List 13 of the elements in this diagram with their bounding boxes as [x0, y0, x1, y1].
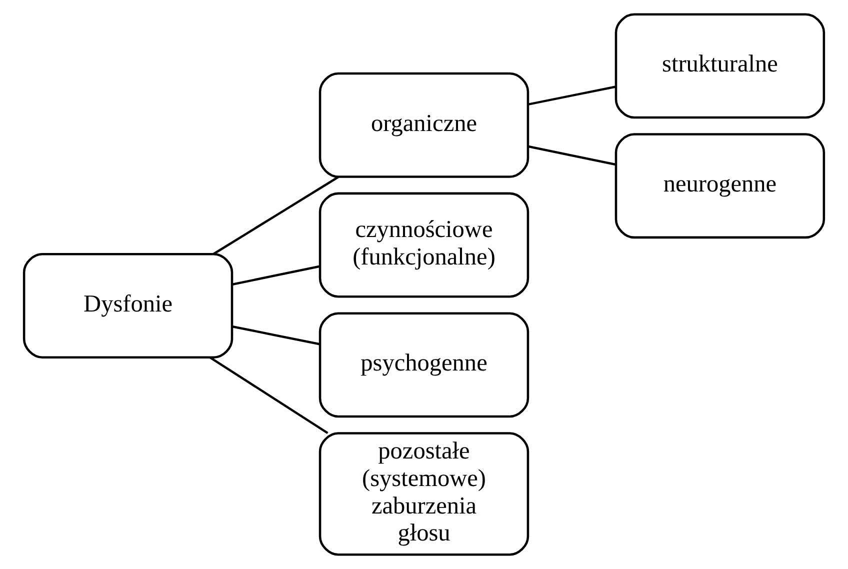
node-box: Dysfonie: [22, 253, 234, 358]
node-box: neurogenne: [614, 133, 826, 239]
connector: [209, 356, 328, 434]
connector: [212, 176, 340, 255]
node-box: pozostałe (systemowe) zaburzenia głosu: [318, 432, 530, 556]
connector: [232, 265, 320, 286]
node-box: strukturalne: [614, 13, 826, 119]
node-box: psychogenne: [318, 312, 530, 418]
connector: [232, 325, 320, 346]
node-box: czynnościowe (funkcjonalne): [318, 192, 530, 298]
connector: [528, 86, 616, 106]
node-box: organiczne: [318, 72, 530, 178]
connector: [528, 145, 616, 166]
